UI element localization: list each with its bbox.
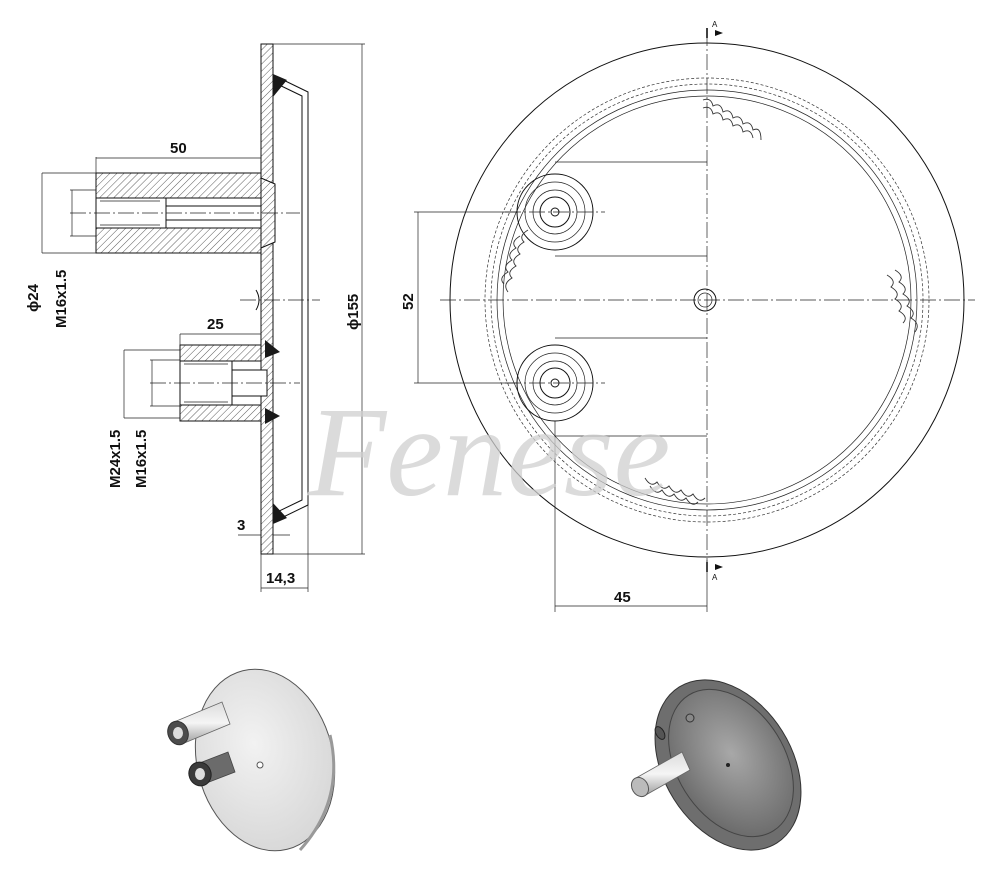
- section-marker-bottom: A: [712, 573, 718, 582]
- dim-length-short: 25: [207, 316, 224, 333]
- dim-spacing: 52: [400, 293, 417, 310]
- dish-outline: [272, 74, 309, 523]
- dim-thickness: 3: [237, 517, 245, 534]
- dim-thread-outer-short: M24x1.5: [107, 430, 124, 488]
- plate-section: [260, 43, 274, 555]
- render-front: [167, 668, 336, 852]
- dim-length-long: 50: [170, 140, 187, 157]
- weld-top: [273, 74, 287, 97]
- dim-dia-outer-long: ϕ24: [25, 283, 42, 312]
- center-hole: [693, 288, 717, 312]
- weld-bottom: [273, 503, 287, 524]
- section-marker-top: A: [712, 20, 718, 29]
- dim-depth: 14,3: [266, 570, 295, 587]
- weld-middle: [265, 340, 280, 358]
- watermark: Fenese: [307, 381, 670, 523]
- dim-thread-long: M16x1.5: [53, 270, 70, 328]
- short-nipple-section: [150, 344, 300, 422]
- dim-dia-large: ϕ155: [345, 294, 362, 330]
- dim-offset: 45: [614, 589, 631, 606]
- dimension-lines-front: [414, 161, 708, 612]
- front-view: A A: [400, 20, 975, 612]
- render-back: [630, 679, 802, 851]
- section-view: 50 25 3 14,3 ϕ24 M16x1.5 M24x1.5 M16x1.5…: [25, 43, 365, 592]
- dim-thread-short: M16x1.5: [133, 430, 150, 488]
- long-nipple-section: [70, 172, 300, 254]
- boss-upper: [505, 173, 605, 251]
- weld-marks: [501, 98, 918, 505]
- dimension-lines-section: [41, 43, 365, 592]
